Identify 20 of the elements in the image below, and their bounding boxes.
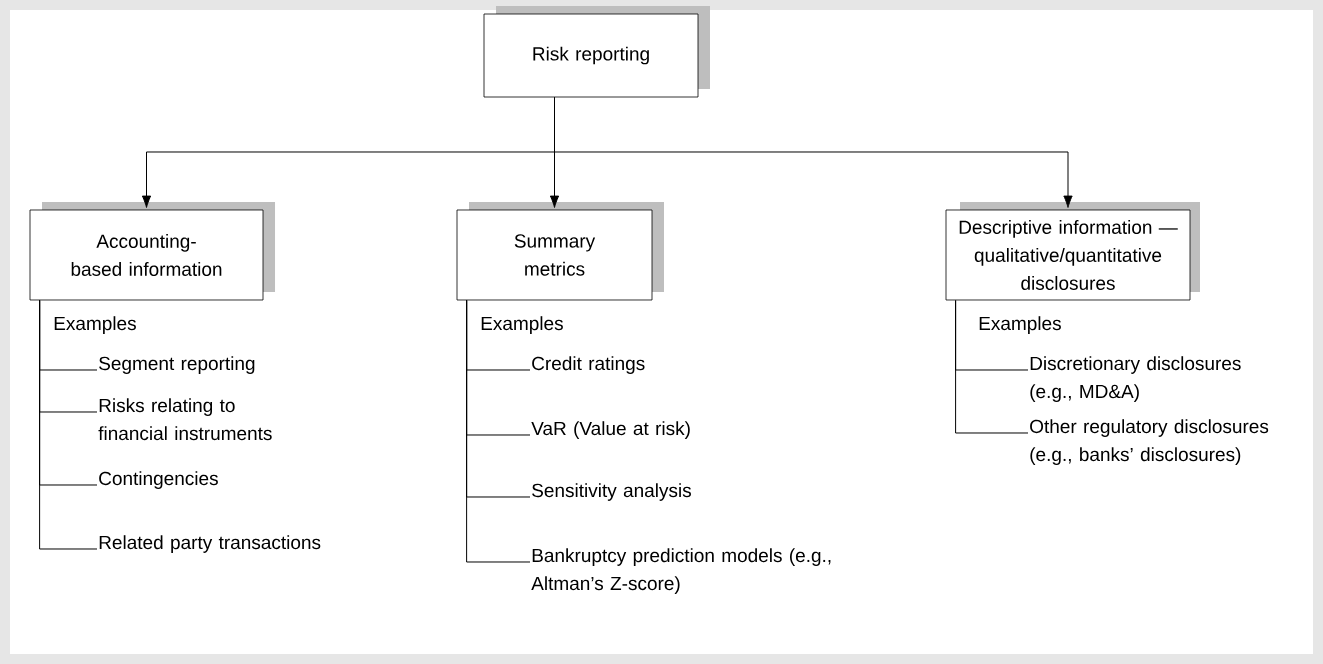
process-box: Summary metrics xyxy=(456,202,664,301)
connector xyxy=(955,299,1029,434)
example-item: VaR (Value at risk) xyxy=(531,421,690,439)
process-box: Accounting-based information xyxy=(29,202,275,301)
example-item: Bankruptcy prediction models (e.g., Altman’s Z-score) xyxy=(531,548,831,594)
connector xyxy=(39,299,98,550)
process-box: Risk reporting xyxy=(483,6,710,98)
example-item: Discretionary disclosures (e.g., MD&A) xyxy=(1030,356,1241,402)
process-box: Descriptive information — qualitative/quantitative disclosures xyxy=(945,202,1200,301)
example-item: Sensitivity analysis xyxy=(532,483,691,501)
example-item: Credit ratings xyxy=(532,356,645,374)
example-item: Contingencies xyxy=(99,471,218,489)
example-item: Risks relating to financial instruments xyxy=(98,398,272,441)
connector xyxy=(554,96,1073,208)
list-heading: Examples xyxy=(54,316,136,334)
list-heading: Examples xyxy=(481,316,563,334)
example-item: Related party transactions xyxy=(99,535,321,553)
connector xyxy=(466,299,531,563)
example-item: Segment reporting xyxy=(99,356,255,374)
example-item: Other regulatory disclosures (e.g., banks’ disclosures) xyxy=(1030,419,1269,465)
